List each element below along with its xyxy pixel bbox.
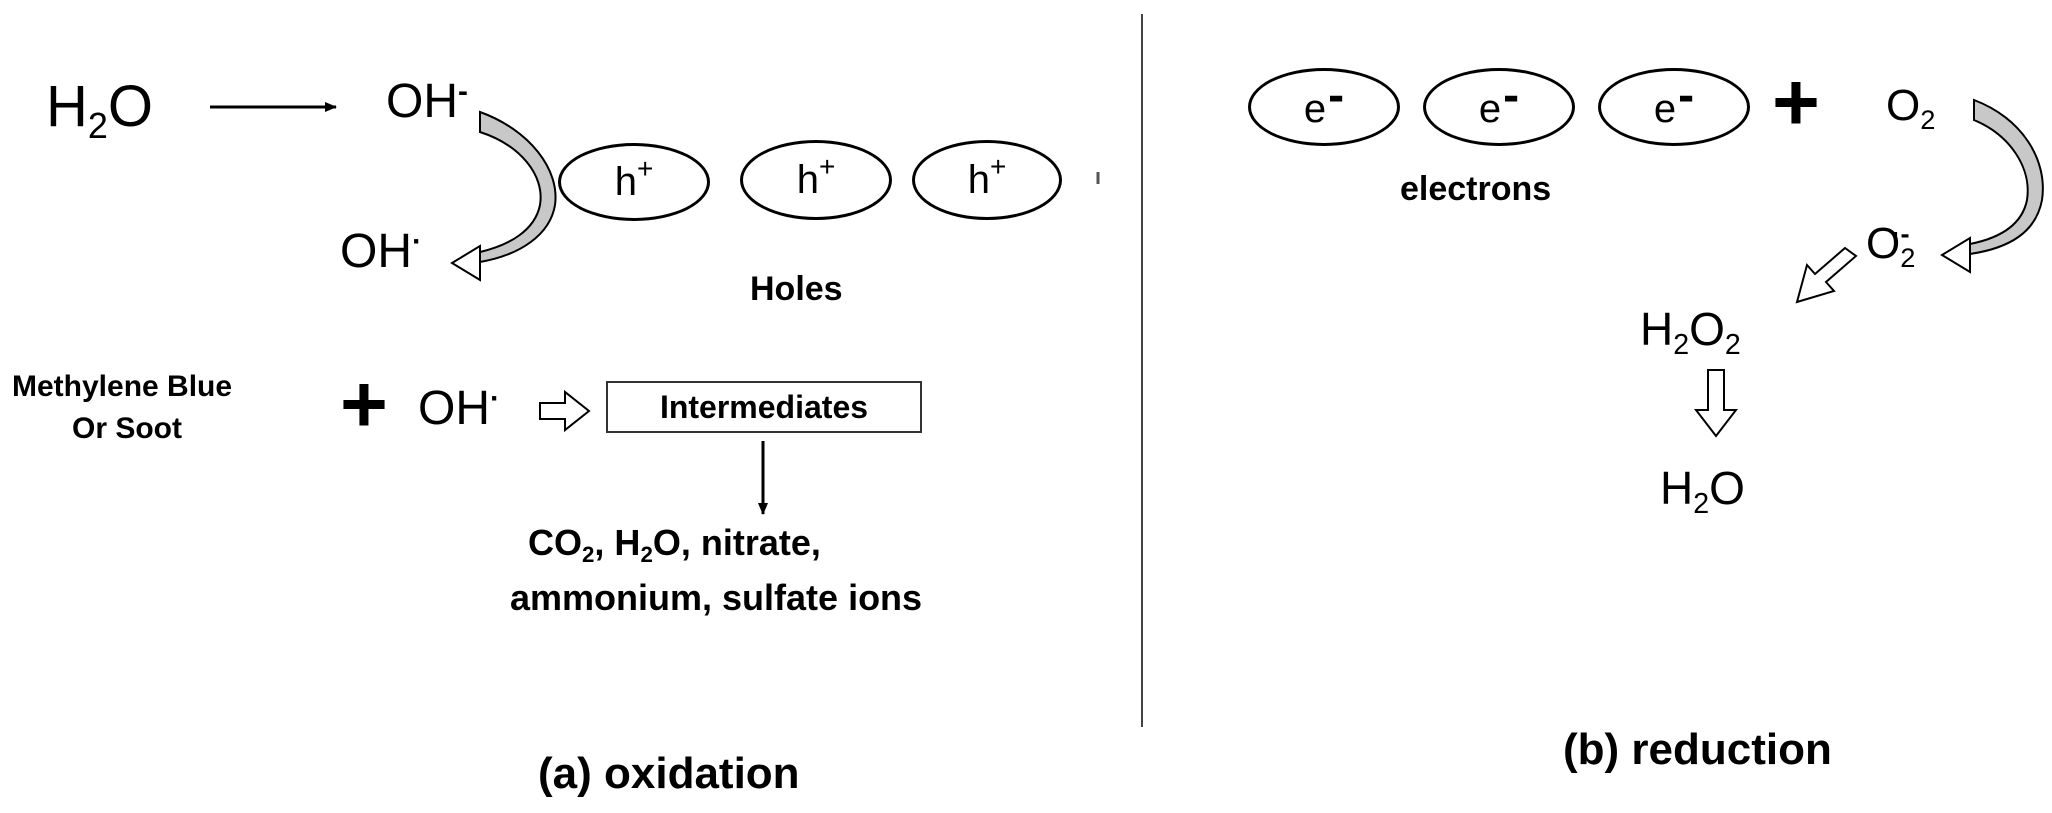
hydroxide-ion: OH- [386,74,468,128]
plus-sign: + [1772,57,1820,148]
curved-arrow-oxidation [450,110,557,282]
hole: h+ [740,140,892,220]
superoxide-radical: O2·- [1866,218,1916,273]
electron: e- [1423,68,1575,146]
oxygen-molecule: O2 [1886,81,1936,135]
hydrogen-peroxide: H2O2 [1640,303,1741,362]
h2o-reactant: H2O [46,74,154,146]
caption-reduction: (b) reduction [1563,725,1832,774]
reactant-label-line1: Methylene Blue [12,370,233,403]
reactant-label-line2: Or Soot [72,412,182,445]
intermediates-box: Intermediates [606,381,922,433]
holes-label: Holes [750,270,843,308]
electron: e- [1248,68,1400,146]
electron: e- [1598,68,1750,146]
caption-oxidation: (a) oxidation [538,749,800,798]
products-line2: ammonium, sulfate ions [510,577,923,618]
h2o2-to-h2o-arrow [1693,369,1739,438]
superoxide-to-h2o2-arrow [1795,246,1858,304]
hydroxyl-radical: OH· [418,381,500,435]
curved-arrow-reduction [1940,98,2044,274]
products-line1: CO2, H2O, nitrate, [528,522,821,568]
hole: h+ [558,143,710,221]
hydroxyl-radical: OH· [340,224,422,278]
plus-sign: + [340,359,388,450]
hole: h+ [912,140,1062,220]
oh-to-intermediates-arrow [539,389,591,433]
electrons-label: electrons [1400,170,1552,208]
water-product: H2O [1660,462,1745,521]
